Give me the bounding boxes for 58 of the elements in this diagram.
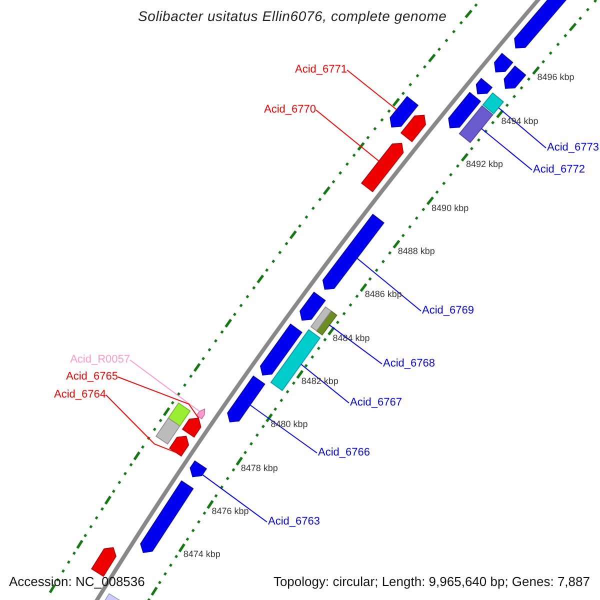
gene-feature: [270, 329, 321, 392]
gene-label: Acid_6768: [383, 357, 435, 370]
gene-feature: [360, 142, 404, 192]
leader-line: [118, 376, 200, 419]
gene-label: Acid_6763: [268, 515, 320, 528]
gene-label: Acid_R0057: [70, 353, 130, 366]
leader-line: [481, 128, 532, 170]
gene-label: Acid_6772: [533, 163, 585, 176]
gene-label: Acid_6773: [547, 141, 599, 154]
footer-text: Topology: circular; Length: 9,965,640 bp; Genes: 7,887: [273, 575, 590, 590]
tick-label: 8486 kbp: [364, 290, 402, 300]
gene-feature: [155, 418, 180, 445]
leader-line: [250, 404, 318, 454]
gene-label: Acid_6770: [264, 103, 316, 116]
tick-label: 8476 kbp: [212, 507, 249, 518]
leader-line: [346, 70, 398, 110]
tick-label: 8490 kbp: [432, 204, 469, 214]
gene-feature: [168, 402, 191, 427]
leader-line: [130, 360, 200, 412]
gene-feature: [316, 310, 338, 336]
gene-feature: [458, 105, 494, 144]
gene-feature: [322, 214, 384, 290]
tick-label: 8488 kbp: [398, 247, 435, 257]
leader-line: [498, 107, 546, 148]
gene-feature: [196, 408, 206, 420]
gene-label: Acid_6766: [318, 446, 370, 458]
leader-line: [300, 364, 350, 404]
gene-feature: [91, 547, 116, 577]
gene-feature: [300, 292, 326, 321]
tick-label: 8496 kbp: [537, 73, 574, 84]
gene-feature: [260, 324, 302, 376]
gene-label: Acid_6767: [350, 396, 402, 408]
gene-feature: [190, 460, 208, 478]
gene-feature: [448, 92, 482, 128]
leader-line: [356, 258, 422, 312]
tick-label: 8492 kbp: [466, 160, 504, 170]
gene-feature: [504, 65, 526, 89]
title: Solibacter usitatus Ellin6076, complete genome: [138, 9, 447, 24]
tick-label: 8482 kbp: [301, 377, 338, 388]
gene-feature: [390, 96, 419, 128]
gene-feature: [169, 436, 190, 457]
tick-label: 8478 kbp: [240, 464, 278, 474]
leader-line: [316, 110, 380, 162]
leader-line: [202, 474, 268, 522]
gene-label: Acid_6764: [54, 388, 106, 400]
gene-feature: [227, 375, 266, 422]
leader-line: [328, 324, 382, 364]
tick-label: 8474 kbp: [183, 550, 220, 560]
gene-label: Acid_6769: [422, 304, 474, 316]
gene-feature: [494, 52, 514, 72]
leader-line: [106, 394, 176, 453]
gene-feature: [476, 78, 493, 94]
gene-feature: [310, 306, 332, 332]
gene-feature: [400, 114, 426, 142]
footer-text: Accession: NC_008536: [9, 575, 145, 590]
gene-label: Acid_6771: [295, 63, 347, 76]
gene-label: Acid_6765: [66, 370, 118, 382]
gene-feature: [182, 418, 202, 438]
